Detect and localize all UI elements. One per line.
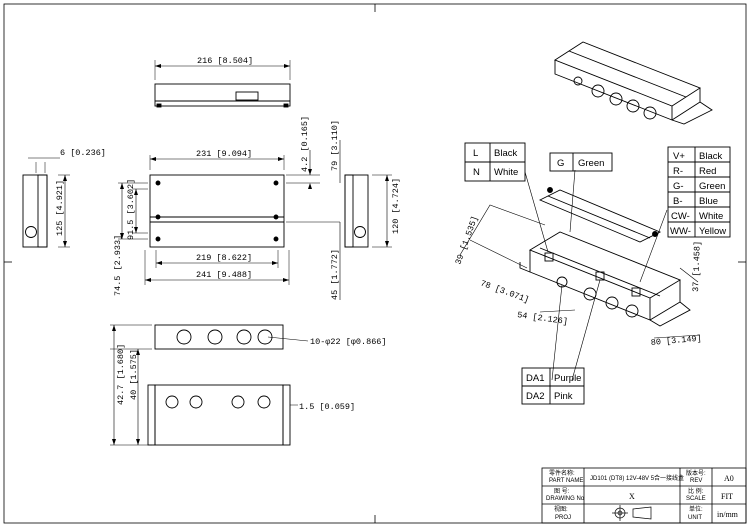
wire-code-g: G [557,158,564,169]
tb-proj-cn: 视图: [554,505,568,513]
tb-rev-value: A0 [724,474,734,483]
dim-top-width: 216 [8.504] [197,56,253,66]
wire-code-g-minus: G- [673,181,684,192]
bottom-view [110,325,298,446]
dim-iso-height: 39 [1.535] [453,215,480,266]
tb-scale-en: SCALE [686,496,706,502]
left-side-view [22,157,70,248]
wire-code-r: R- [673,166,683,177]
right-side-view [344,174,392,248]
tb-drawing-value: X [629,492,635,501]
tb-drawing-en: DRAWING No [546,496,585,502]
wire-table-rgb: V+ Black R- Red G- Green B- Blue CW- Whi… [667,146,731,238]
wire-color-r: Red [699,166,716,177]
dim-bottom-height-2: 40 [1.575] [129,349,139,400]
tb-part-name-cn: 零件名称: [549,469,575,477]
tb-drawing-cn: 图 号: [554,488,570,495]
dim-right-height: 79 [3.110] [330,120,340,171]
wire-code-vplus: V+ [673,151,685,162]
wire-color-n: White [494,167,518,178]
dim-iso-37: 37 [1.458] [691,241,703,292]
wire-table-da: DA1 Purple DA2 Pink [521,367,585,405]
wire-code-n: N [473,167,480,178]
wire-table-ln: L Black N White [464,142,526,182]
tb-rev-en: REV [690,478,702,484]
wire-code-da2: DA2 [526,391,544,402]
front-view [118,140,341,300]
dim-lower-height: 45 [1.772] [330,249,340,300]
dim-mount-height: 74.5 [2.933] [113,235,123,296]
dim-left-offset: 6 [0.236] [60,148,106,158]
tb-part-name-en: PART NAME [549,478,583,484]
dim-wall-thickness: 1.5 [0.059] [299,402,355,412]
wire-code-ww: WW- [670,226,691,237]
tb-part-name-value: JD101 (DT8) 12V-48V 5合一接线盒 [590,474,684,482]
dim-top-gap: 4.2 [0.165] [300,116,310,172]
tb-rev-cn: 版本号: [686,469,706,477]
dim-inner-width: 219 [8.622] [196,253,252,263]
wire-color-g-minus: Green [699,181,725,192]
wire-code-b: B- [673,196,683,207]
isometric-closed-view [554,41,713,125]
tb-proj-en: PROJ [555,515,571,521]
tb-scale-value: FIT [721,492,733,501]
tb-unit-en: UNIT [688,515,702,521]
tb-unit-value: in/mm [717,510,739,519]
wire-code-l: L [473,148,478,159]
tb-scale-cn: 比 例: [688,487,704,495]
wire-color-ww: Yellow [699,226,726,237]
wire-code-cw: CW- [671,211,690,222]
wire-color-g: Green [578,158,604,169]
wire-code-da1: DA1 [526,373,544,384]
wire-color-cw: White [699,211,723,222]
dim-bottom-height-1: 42.7 [1.680] [116,344,126,405]
dim-total-width: 241 [9.488] [196,270,252,280]
top-view [154,60,291,108]
wire-color-b: Blue [699,196,718,207]
dim-plate-height: 91.5 [3.602] [126,179,136,240]
projection-symbol-icon [612,505,652,521]
wire-color-da1: Purple [554,373,581,384]
sheet-frame [3,3,747,524]
dim-right-side-height: 120 [4.724] [391,178,401,234]
wire-color-da2: Pink [554,391,573,402]
dim-hole-diameter: 10-φ22 [φ0.866] [310,337,387,347]
hole-view [110,324,309,350]
dim-iso-78: 78 [3.071] [479,278,530,305]
dim-iso-54: 54 [2.126] [517,310,569,327]
wire-color-l: Black [494,148,517,159]
wire-color-vplus: Black [699,151,722,162]
tb-unit-cn: 单位: [689,505,703,513]
leader-lines [459,169,701,381]
dim-side-height: 125 [4.921] [55,180,65,236]
dim-front-width: 231 [9.094] [196,149,252,159]
dim-iso-80: 80 [3.149] [650,334,702,348]
isometric-open-view [519,187,691,327]
title-block [541,467,747,524]
wire-table-g: G Green [549,152,613,172]
